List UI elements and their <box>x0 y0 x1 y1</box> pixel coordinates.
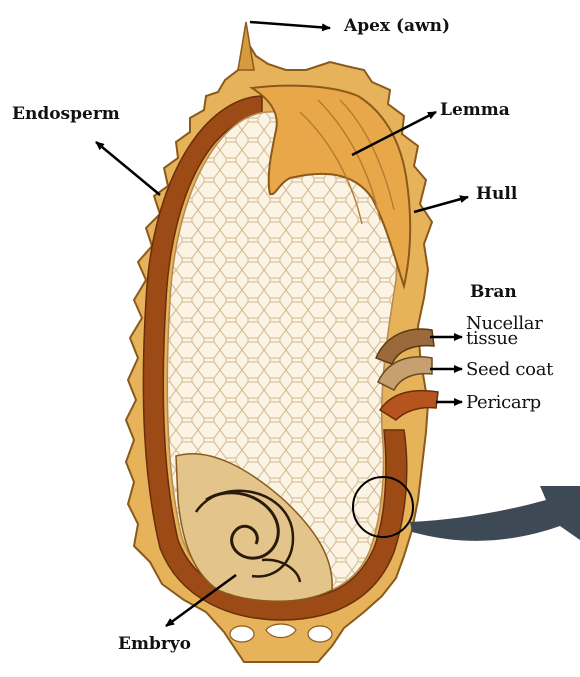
label-lemma: Lemma <box>440 100 510 120</box>
label-endosperm: Endosperm <box>12 104 120 124</box>
label-hull: Hull <box>476 184 517 204</box>
label-seed-coat: Seed coat <box>466 359 553 380</box>
label-apex: Apex (awn) <box>344 16 450 36</box>
endosperm-arrow <box>96 142 160 195</box>
label-pericarp: Pericarp <box>466 392 541 413</box>
awn-shape <box>238 22 254 70</box>
bran-layers <box>376 329 438 420</box>
zoom-pointer-arrow <box>410 486 580 541</box>
label-nucellar-tissue: Nucellar tissue <box>466 316 543 346</box>
label-embryo: Embryo <box>118 634 191 654</box>
apex-arrow <box>250 22 330 28</box>
label-bran: Bran <box>470 282 517 302</box>
